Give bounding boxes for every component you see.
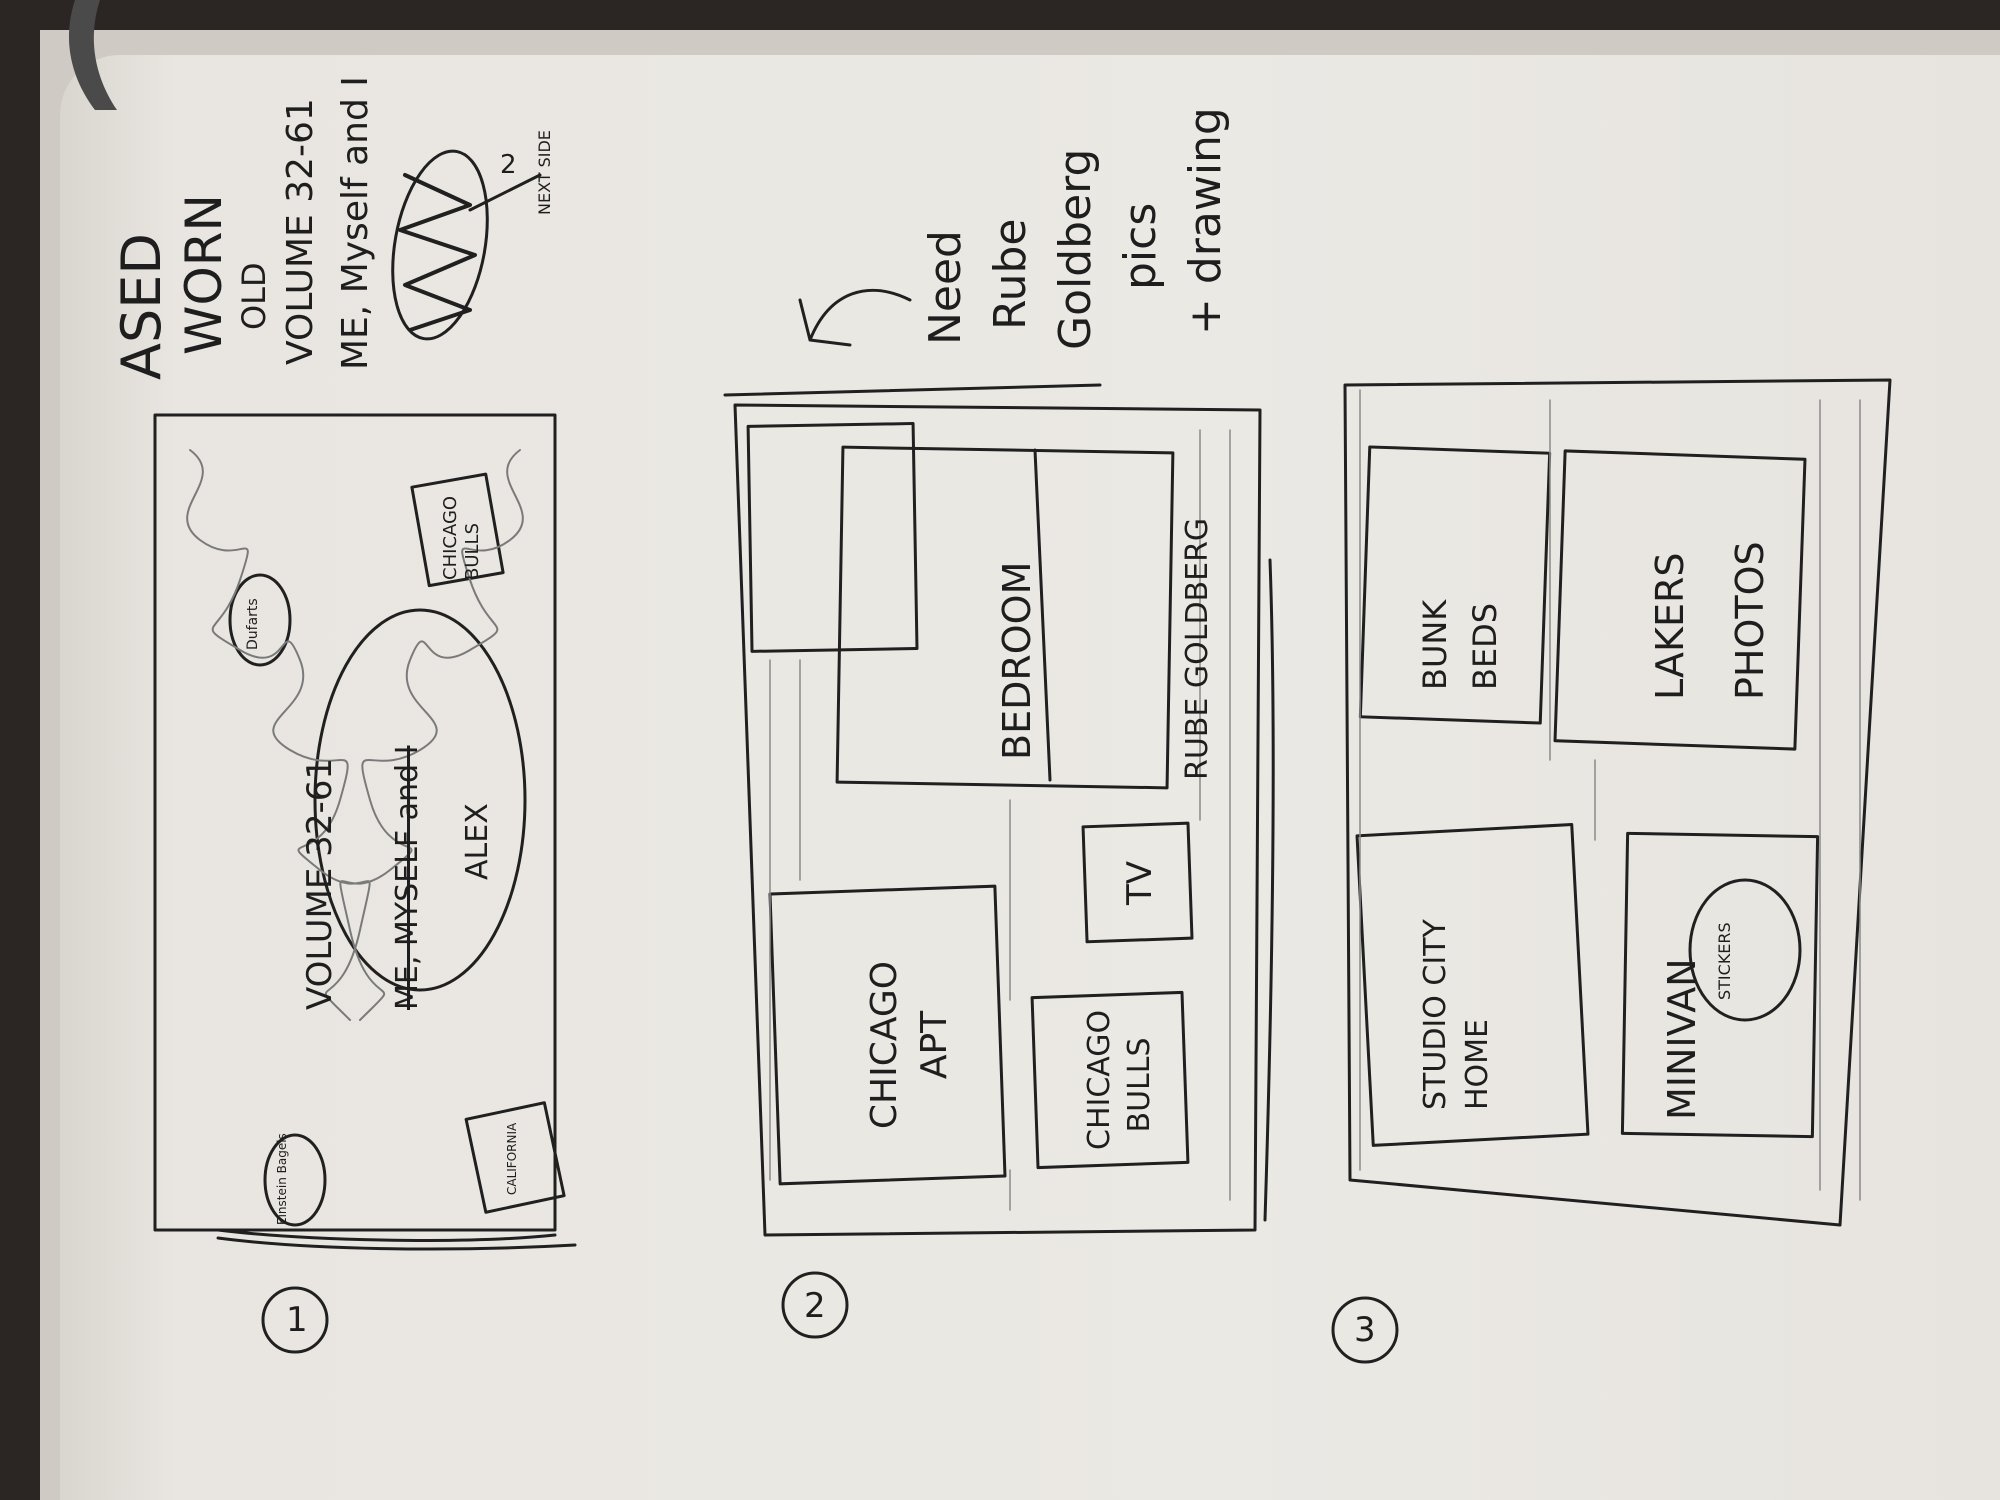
panel3-lakers-box — [1553, 449, 1807, 751]
panel2-chicago-apt-label: CHICAGO APT — [864, 960, 955, 1130]
panel1-center-oval — [313, 608, 527, 992]
panel1-bubble-top-left-text: Einstein Bagels — [275, 1133, 289, 1225]
panel1-center-line3: ALEX — [460, 803, 495, 880]
title-line1: ASED — [110, 233, 173, 380]
side-note-number: 2 — [500, 150, 517, 180]
panel2-note-pics: pics — [1115, 202, 1166, 290]
panel3-minivan-label: MINIVAN — [1660, 958, 1704, 1120]
panel2-tv-box — [1081, 821, 1194, 944]
me-line: ME, Myself and I — [335, 76, 376, 370]
panel1-center-line1: VOLUME 32-61 — [300, 758, 340, 1010]
panel1-box-left — [464, 1101, 566, 1214]
panel3-lakers-photos-label: LAKERS PHOTOS — [1648, 541, 1772, 700]
elastic-strap — [69, 0, 117, 110]
panel1-number: 1 — [286, 1300, 308, 1340]
side-note-text: NEXT SIDE — [535, 130, 554, 215]
panel2-frame — [733, 403, 1262, 1237]
panel2-bedroom-label: BEDROOM — [995, 561, 1039, 760]
title-line2: WORN — [175, 194, 233, 355]
scribbled-out-text — [391, 149, 489, 341]
notebook-page — [60, 55, 2000, 1500]
panel3-studio-city-label: STUDIO CITY HOME — [1418, 919, 1495, 1110]
panel1-bubble-top-left — [263, 1133, 327, 1227]
panel2-rube-label: RUBE GOLDBERG — [1180, 517, 1215, 780]
panel3-studio-box — [1355, 823, 1590, 1147]
panel2-note-rube: Rube — [985, 218, 1036, 330]
panel2-chicago-bulls-label: CHICAGO BULLS — [1082, 1009, 1157, 1150]
panel3-bunk-beds-label: BUNK BEDS — [1416, 599, 1504, 690]
panel2-box-upper — [746, 422, 919, 653]
panel2-tv-label: TV — [1120, 860, 1160, 905]
panel3-number-circle — [1331, 1296, 1399, 1364]
panel2-number: 2 — [804, 1286, 826, 1326]
panel3-minivan-box — [1620, 831, 1820, 1139]
panel2-note-goldberg: Goldberg — [1050, 148, 1101, 350]
panel1-center-line2: ME, MYSELF and I — [390, 745, 425, 1010]
panel3-stickers-oval — [1688, 878, 1802, 1022]
panel1-bubble-mid — [228, 573, 292, 667]
panel2-bedroom-box — [835, 445, 1175, 790]
panel1-bubble-mid-text: Dufarts — [245, 598, 261, 650]
panel1-box-right-text: CHICAGO BULLS — [440, 495, 483, 580]
panel2-chicago-bulls-box — [1030, 990, 1190, 1170]
panel3-stickers-label: STICKERS — [1715, 922, 1734, 1000]
panel2-number-circle — [781, 1271, 849, 1339]
title-line3: OLD — [235, 262, 273, 330]
panel1-box-left-text: CALIFORNIA — [505, 1122, 519, 1195]
panel1-number-circle — [261, 1286, 329, 1354]
panel1-box-right — [410, 472, 505, 588]
panel2-note-drawing: + drawing — [1180, 107, 1231, 335]
panel3-number: 3 — [1354, 1310, 1376, 1350]
volume-line: VOLUME 32-61 — [280, 98, 321, 365]
panel2-note-need: Need — [920, 230, 971, 345]
panel3-frame — [1343, 378, 1892, 1227]
panel3-bunk-beds-box — [1358, 445, 1552, 725]
panel1-frame — [153, 413, 557, 1232]
panel2-chicago-apt-box — [768, 884, 1007, 1186]
panel2-arrow — [798, 288, 912, 347]
